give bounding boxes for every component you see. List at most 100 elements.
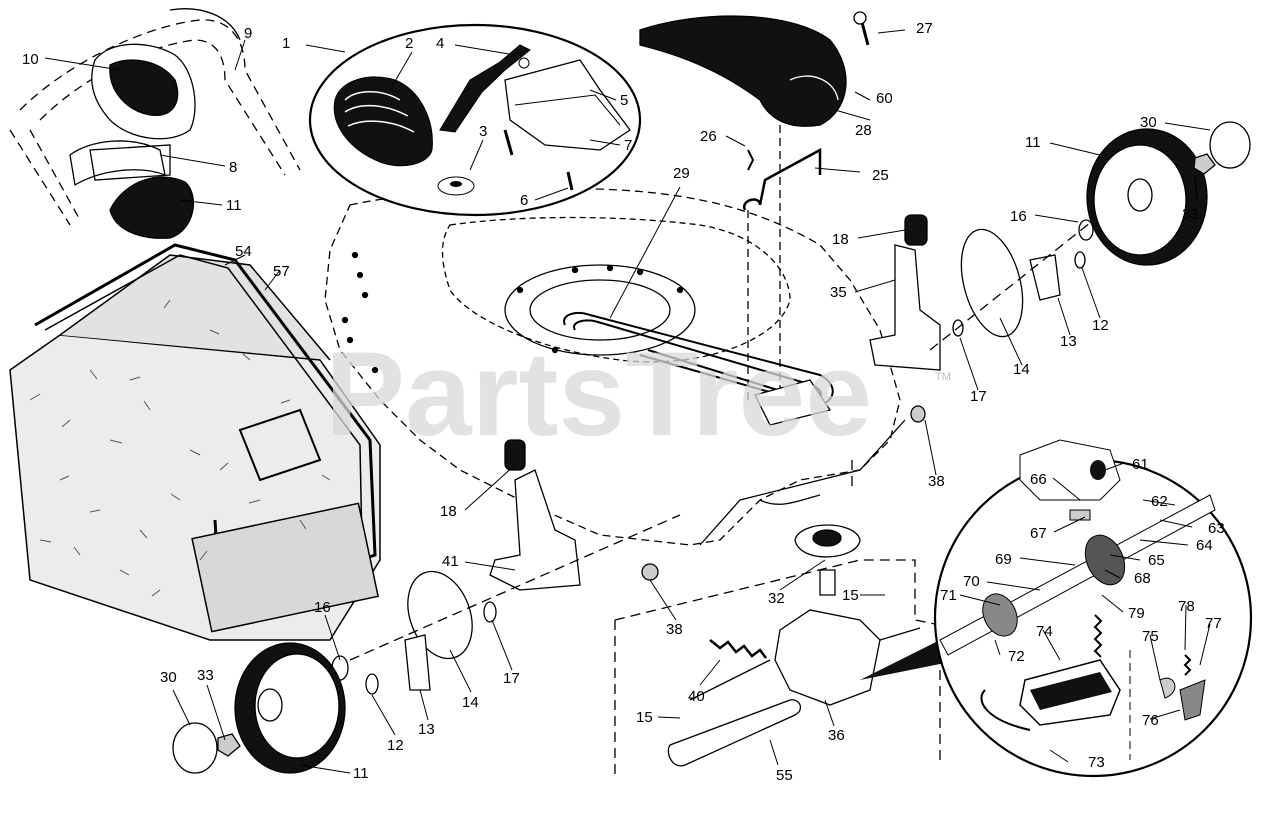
callout-55: 55 <box>776 767 793 784</box>
callout-68: 68 <box>1134 570 1151 587</box>
callout-71: 71 <box>940 587 957 604</box>
callout-8: 8 <box>229 159 237 176</box>
callout-28: 28 <box>855 122 872 139</box>
callout-29: 29 <box>673 165 690 182</box>
callout-6: 6 <box>520 192 528 209</box>
callout-35: 35 <box>830 284 847 301</box>
handle-assembly <box>9 8 301 239</box>
callout-72: 72 <box>1008 648 1025 665</box>
callout-18b: 18 <box>440 503 457 520</box>
callout-78: 78 <box>1178 598 1195 615</box>
left-wheel-assembly <box>172 439 681 774</box>
callout-27: 27 <box>916 20 933 37</box>
callout-3: 3 <box>479 123 487 140</box>
callout-33b: 33 <box>197 667 214 684</box>
part-4-lever <box>439 44 531 133</box>
callout-18a: 18 <box>832 231 849 248</box>
callout-labels: 1 2 3 4 5 6 7 8 9 10 11 11 11 12 12 13 1… <box>22 20 1225 784</box>
callout-2: 2 <box>405 35 413 52</box>
callout-73: 73 <box>1088 754 1105 771</box>
callout-14b: 14 <box>462 694 479 711</box>
callout-17b: 17 <box>503 670 520 687</box>
part-40-spring <box>709 639 767 659</box>
callout-77: 77 <box>1205 615 1222 632</box>
part-5-bracket <box>504 59 631 151</box>
callout-25: 25 <box>872 167 889 184</box>
grass-bag <box>9 243 381 641</box>
callout-38a: 38 <box>928 473 945 490</box>
callout-16a: 16 <box>1010 208 1027 225</box>
part-11-left-wheel <box>234 642 346 774</box>
callout-33a: 33 <box>1182 206 1199 223</box>
callout-15a: 15 <box>842 587 859 604</box>
callout-1: 1 <box>282 35 290 52</box>
part-33-nut <box>217 733 241 757</box>
part-68-gear <box>1084 534 1126 586</box>
part-8-clip <box>89 144 171 181</box>
part-30-cap <box>172 722 218 774</box>
svg-text:PartsTree: PartsTree <box>325 327 872 461</box>
callout-11a: 11 <box>226 197 242 214</box>
transmission-area <box>614 460 941 780</box>
callout-30a: 30 <box>1140 114 1157 131</box>
part-18-grip <box>504 439 526 471</box>
callout-69: 69 <box>995 551 1012 568</box>
callout-17a: 17 <box>970 388 987 405</box>
callout-12b: 12 <box>387 737 404 754</box>
callout-76: 76 <box>1142 712 1159 729</box>
callout-7: 7 <box>624 137 632 154</box>
callout-67: 67 <box>1030 525 1047 542</box>
callout-75: 75 <box>1142 628 1159 645</box>
callout-74: 74 <box>1036 623 1053 640</box>
callout-30b: 30 <box>160 669 177 686</box>
callout-62: 62 <box>1151 493 1168 510</box>
callout-36: 36 <box>828 727 845 744</box>
callout-12a: 12 <box>1092 317 1109 334</box>
part-29-bail <box>563 312 834 426</box>
inset-top-oval <box>308 23 642 217</box>
callout-61: 61 <box>1132 456 1149 473</box>
right-wheel-assembly <box>742 60 1251 423</box>
callout-38b: 38 <box>666 621 683 638</box>
callout-4: 4 <box>436 35 444 52</box>
callout-14a: 14 <box>1013 361 1030 378</box>
callout-32: 32 <box>768 590 785 607</box>
part-2-cover <box>333 76 433 167</box>
part-11-knob <box>109 176 195 239</box>
part-41-adjuster <box>489 469 581 591</box>
callout-11b: 11 <box>1025 134 1041 151</box>
inset-gear-circle <box>860 439 1253 778</box>
callout-15b: 15 <box>636 709 653 726</box>
callout-64: 64 <box>1196 537 1213 554</box>
part-36-gearbox <box>774 609 881 706</box>
callout-10: 10 <box>22 51 39 68</box>
part-28-deflector <box>639 11 870 171</box>
part-11-right-wheel <box>1086 128 1208 266</box>
callout-63: 63 <box>1208 520 1225 537</box>
callout-65: 65 <box>1148 552 1165 569</box>
svg-text:TM: TM <box>935 371 951 383</box>
part-61-housing <box>1019 439 1121 501</box>
part-30-cap-right <box>1209 121 1251 169</box>
watermark: PartsTree TM <box>325 327 951 461</box>
part-71-clutch <box>982 593 1018 637</box>
callout-57: 57 <box>273 263 290 280</box>
callout-13a: 13 <box>1060 333 1077 350</box>
callout-9: 9 <box>244 25 252 42</box>
callout-79: 79 <box>1128 605 1145 622</box>
part-18-grip-right <box>904 214 928 246</box>
callout-40: 40 <box>688 688 705 705</box>
part-55-tube <box>667 699 802 767</box>
part-25-rod <box>742 147 822 211</box>
mower-deck <box>324 187 906 546</box>
callout-11c: 11 <box>353 765 369 782</box>
callout-26: 26 <box>700 128 717 145</box>
callout-5: 5 <box>620 92 628 109</box>
callout-16b: 16 <box>314 599 331 616</box>
callout-13b: 13 <box>418 721 435 738</box>
part-35-adjuster <box>869 244 941 371</box>
leader-lines <box>44 29 1211 774</box>
callout-66: 66 <box>1030 471 1047 488</box>
callout-60: 60 <box>876 90 893 107</box>
